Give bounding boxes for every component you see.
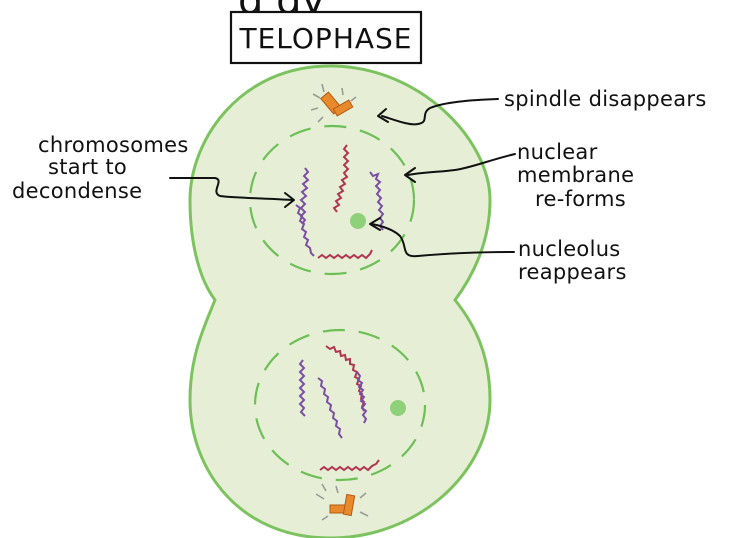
bottom-nucleolus (390, 400, 406, 416)
label-nucleolus-line2: reappears (518, 260, 627, 284)
top-nucleolus (350, 213, 366, 229)
title-label: TELOPHASE (239, 22, 413, 55)
title-box: TELOPHASE (231, 12, 421, 63)
label-membrane-line1: nuclear (517, 140, 598, 164)
label-chromosomes-line1: chromosomes (38, 133, 189, 157)
label-nucleolus-line1: nucleolus (518, 237, 621, 261)
label-spindle-disappears: spindle disappears (504, 87, 707, 111)
label-nucleolus: nucleolus reappears (518, 237, 627, 284)
label-membrane-line3: re-forms (535, 187, 626, 211)
label-chromosomes-line2: start to (48, 155, 127, 179)
label-nuclear-membrane: nuclear membrane re-forms (517, 140, 634, 211)
label-membrane-line2: membrane (517, 163, 634, 187)
label-chromosomes: chromosomes start to decondense (12, 133, 189, 203)
label-chromosomes-line3: decondense (12, 179, 142, 203)
